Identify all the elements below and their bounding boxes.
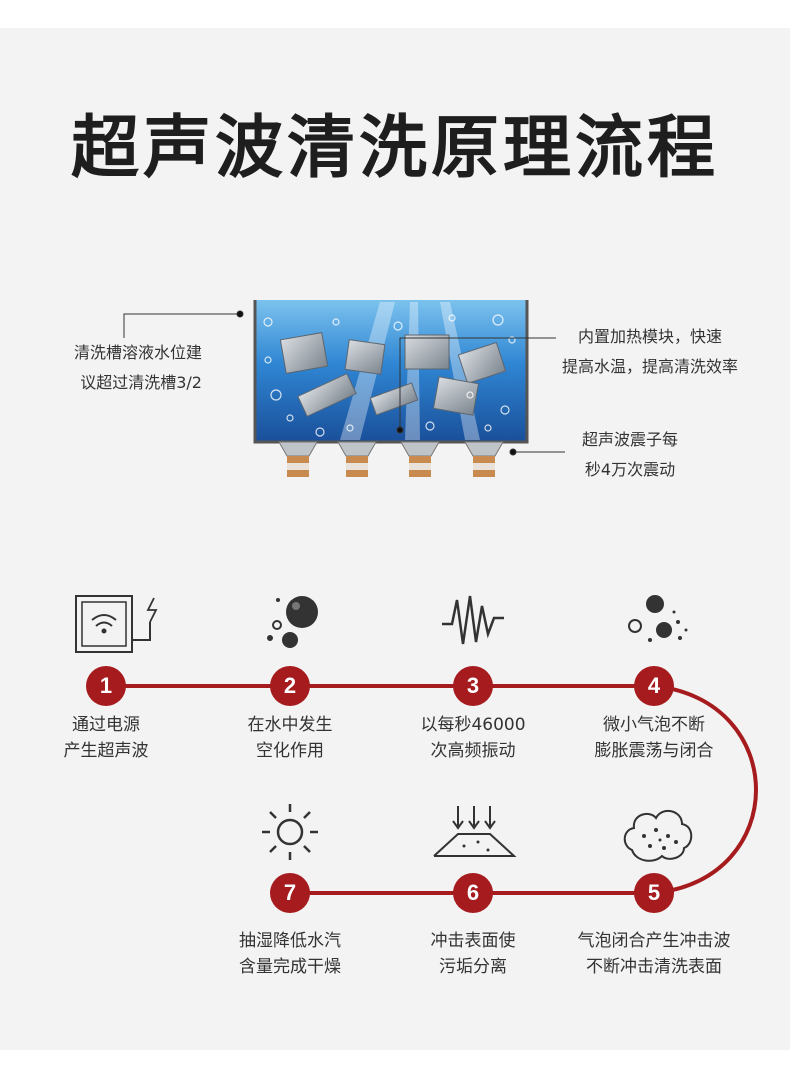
step-7-line2: 含量完成干燥	[239, 957, 341, 977]
power-socket-icon	[75, 595, 158, 653]
step-4-text: 微小气泡不断 膨胀震荡与闭合	[564, 712, 744, 764]
step-7-line1: 抽湿降低水汽	[239, 931, 341, 951]
step-6-text: 冲击表面使 污垢分离	[383, 928, 563, 980]
step-5-number: 5	[634, 873, 674, 913]
vibration-wave-icon	[442, 595, 504, 645]
sun-icon	[262, 804, 318, 860]
step-4-line2: 膨胀震荡与闭合	[594, 741, 714, 761]
transducer-label: 超声波震子每 秒4万次震动	[560, 425, 700, 485]
impact-arrows-icon	[433, 806, 517, 857]
step-6-line2: 污垢分离	[439, 957, 507, 977]
step-6-number: 6	[453, 873, 493, 913]
water-level-label-line1: 清洗槽溶液水位建	[73, 343, 202, 362]
bubbles-icon	[267, 596, 318, 648]
transducers	[278, 441, 504, 477]
leader-lines	[123, 310, 565, 456]
step-1-text: 通过电源 产生超声波	[16, 712, 196, 764]
step-4-line1: 微小气泡不断	[603, 715, 705, 735]
step-5-text: 气泡闭合产生冲击波 不断冲击清洗表面	[554, 928, 754, 980]
transducer-label-line1: 超声波震子每	[581, 430, 678, 449]
dirt-cloud-icon	[623, 809, 693, 862]
step-3-line1: 以每秒46000	[420, 715, 526, 735]
step-7-number: 7	[270, 873, 310, 913]
step-3-line2: 次高频振动	[430, 741, 516, 761]
transducer-label-line2: 秒4万次震动	[584, 460, 676, 479]
metal-parts	[279, 332, 507, 418]
water-level-label: 清洗槽溶液水位建 议超过清洗槽3/2	[30, 338, 202, 398]
heating-module-label-line1: 内置加热模块，快速	[577, 327, 722, 346]
water-level-label-line2: 议超过清洗槽3/2	[80, 373, 202, 392]
step-5-line1: 气泡闭合产生冲击波	[577, 931, 731, 951]
step-1-number: 1	[86, 666, 126, 706]
heating-module-label: 内置加热模块，快速 提高水温，提高清洗效率	[540, 322, 760, 382]
step-4-number: 4	[634, 666, 674, 706]
water-bubbles	[263, 314, 516, 437]
step-3-text: 以每秒46000 次高频振动	[383, 712, 563, 764]
step-2-line2: 空化作用	[256, 741, 324, 761]
step-1-line1: 通过电源	[72, 715, 140, 735]
page-title: 超声波清洗原理流程	[70, 109, 719, 188]
step-2-number: 2	[270, 666, 310, 706]
step-2-line1: 在水中发生	[247, 715, 333, 735]
bubble-burst-icon	[628, 595, 688, 642]
step-3-number: 3	[453, 666, 493, 706]
step-7-text: 抽湿降低水汽 含量完成干燥	[200, 928, 380, 980]
step-1-line2: 产生超声波	[63, 741, 149, 761]
heating-module-label-line2: 提高水温，提高清洗效率	[561, 357, 738, 376]
step-2-text: 在水中发生 空化作用	[200, 712, 380, 764]
step-5-line2: 不断冲击清洗表面	[586, 957, 722, 977]
step-6-line1: 冲击表面使	[430, 931, 516, 951]
